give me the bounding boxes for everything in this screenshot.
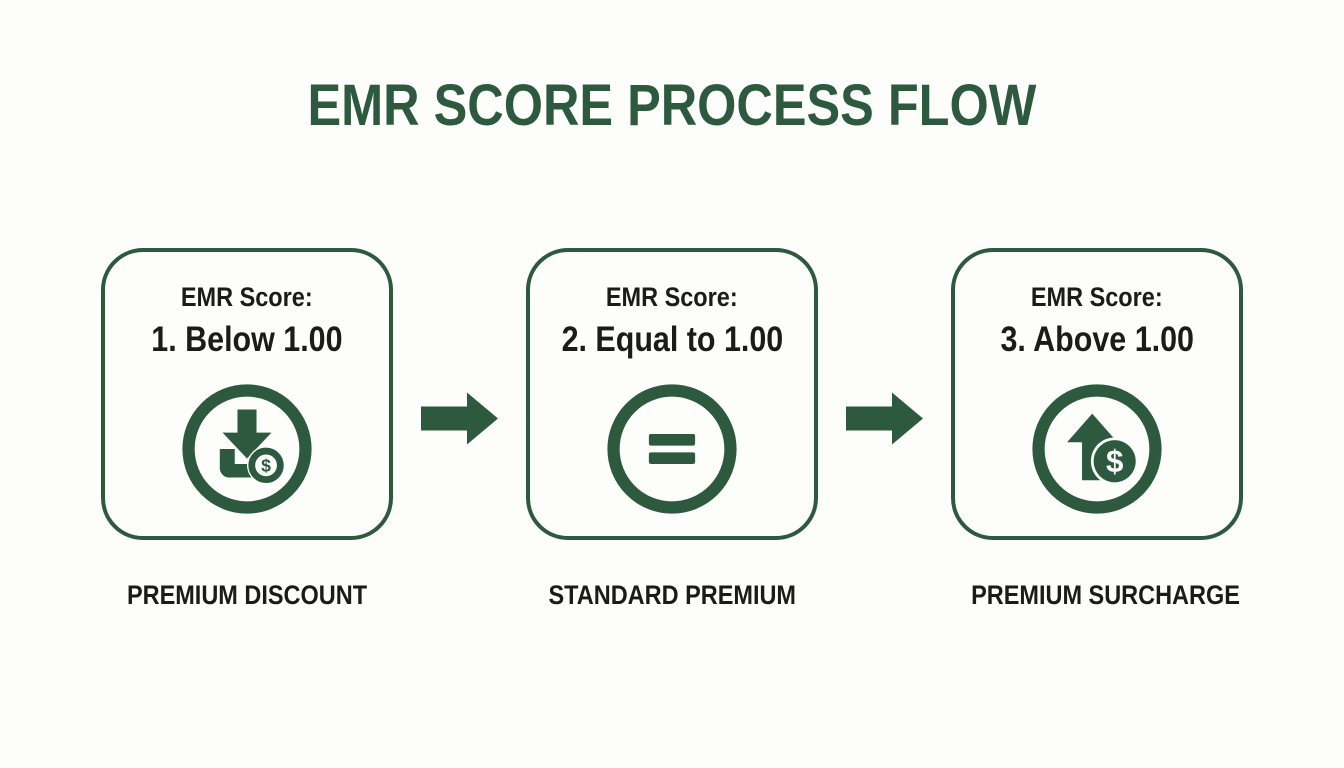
outcome-label-surcharge: PREMIUM SURCHARGE bbox=[951, 580, 1243, 611]
condition-text: 3. Above 1.00 bbox=[986, 319, 1208, 360]
arrow-right-icon bbox=[845, 392, 923, 445]
outcome-label-discount: PREMIUM DISCOUNT bbox=[101, 580, 393, 611]
score-label-text: EMR Score: bbox=[1031, 282, 1163, 312]
step-box-equal-1: EMR Score: 2. Equal to 1.00 bbox=[526, 248, 818, 540]
condition-text-inner: 3. Above 1.00 bbox=[1000, 319, 1194, 359]
condition-text: 2. Equal to 1.00 bbox=[545, 319, 800, 360]
score-label-text: EMR Score: bbox=[606, 282, 738, 312]
page-title: EMR SCORE PROCESS FLOW bbox=[0, 72, 1344, 139]
flow-row: EMR Score: 1. Below 1.00 $ EMR Sco bbox=[0, 248, 1344, 540]
svg-text:$: $ bbox=[1106, 444, 1123, 479]
svg-text:$: $ bbox=[261, 456, 271, 476]
condition-text: 1. Below 1.00 bbox=[137, 319, 357, 360]
connector-2 bbox=[818, 392, 951, 445]
outcome-label-text: PREMIUM SURCHARGE bbox=[971, 580, 1240, 610]
outcome-label-text: STANDARD PREMIUM bbox=[548, 580, 796, 610]
condition-text-inner: 1. Below 1.00 bbox=[151, 319, 343, 359]
arrow-right-icon bbox=[420, 392, 498, 445]
outcome-labels-row: PREMIUM DISCOUNT STANDARD PREMIUM PREMIU… bbox=[0, 580, 1344, 611]
score-label: EMR Score: bbox=[171, 282, 323, 313]
step-box-below-1: EMR Score: 1. Below 1.00 $ bbox=[101, 248, 393, 540]
equals-icon bbox=[607, 384, 737, 514]
score-label: EMR Score: bbox=[596, 282, 748, 313]
score-label-text: EMR Score: bbox=[181, 282, 313, 312]
connector-1 bbox=[393, 392, 526, 445]
outcome-label-text: PREMIUM DISCOUNT bbox=[126, 580, 368, 610]
page-title-text: EMR SCORE PROCESS FLOW bbox=[307, 73, 1037, 138]
step-box-above-1: EMR Score: 3. Above 1.00 $ bbox=[951, 248, 1243, 540]
condition-text-inner: 2. Equal to 1.00 bbox=[561, 319, 783, 359]
outcome-label-standard: STANDARD PREMIUM bbox=[526, 580, 818, 611]
score-label: EMR Score: bbox=[1021, 282, 1173, 313]
discount-download-coin-icon: $ bbox=[182, 384, 312, 514]
increase-dollar-icon: $ bbox=[1032, 384, 1162, 514]
